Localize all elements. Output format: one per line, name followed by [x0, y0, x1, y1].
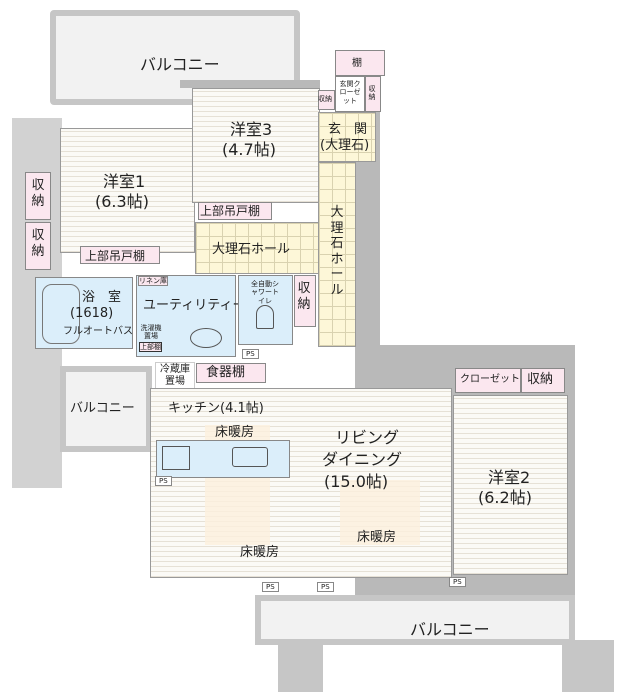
room-western1 [60, 128, 195, 253]
entrance [318, 112, 376, 162]
room-western2 [453, 395, 568, 575]
storage-entrance-left-label: 収納 [318, 95, 332, 103]
floor-heating-label-3: 床暖房 [240, 545, 280, 560]
storage-left-2 [25, 222, 51, 270]
wash-basin-icon [190, 328, 222, 348]
fridge-label: 冷蔵庫置場 [160, 364, 190, 387]
bathtub [42, 284, 80, 344]
balcony-top [50, 10, 300, 105]
entrance-sub: (大理石) [320, 138, 370, 153]
bath-size: (1618) [70, 306, 114, 321]
ldk-line2: ダイニング [322, 450, 403, 469]
storage-left-1-label: 収納 [31, 178, 45, 209]
entrance-closet [335, 76, 365, 112]
ps-label-1: PS [242, 349, 259, 359]
western2-size: (6.2帖) [478, 488, 532, 507]
storage-western2 [521, 368, 565, 393]
room-western3 [192, 88, 320, 203]
ps-label-4: PS [317, 582, 334, 592]
linen-label: リネン庫 [138, 276, 168, 287]
storage-entrance-left [318, 90, 335, 110]
shelf [335, 50, 385, 76]
storage-left-1 [25, 172, 51, 220]
ps-label-3: PS [262, 582, 279, 592]
entrance-name: 玄 関 [328, 122, 368, 137]
upper-shelf-label: 上部棚 [139, 342, 162, 353]
upper-cabinet-2 [198, 202, 272, 220]
washer-label: 洗濯機置場 [140, 324, 162, 341]
western2-name: 洋室2 [488, 468, 531, 487]
closet [455, 368, 521, 393]
fridge-space [155, 362, 195, 390]
wall-top [180, 80, 320, 88]
kitchen-label: キッチン(4.1帖) [168, 401, 264, 416]
floor-heating-label-2: 床暖房 [357, 530, 397, 545]
western1-size: (6.3帖) [95, 192, 149, 211]
western3-size: (4.7帖) [222, 140, 276, 159]
upper-cabinet-2-label: 上部吊戸棚 [200, 204, 261, 218]
cupboard [196, 363, 266, 383]
balcony-bottom-label: バルコニー [410, 620, 490, 639]
storage-western2-label: 収納 [527, 372, 554, 387]
hall-label: 大理石ホール [212, 242, 291, 257]
toilet [238, 275, 293, 345]
stove-icon [162, 446, 190, 470]
western3-name: 洋室3 [230, 120, 273, 139]
toilet-label: 全自動シャワートイレ [251, 280, 279, 305]
balcony-left-label: バルコニー [70, 401, 135, 417]
storage-toilet [294, 275, 316, 327]
entrance-closet-label: 玄関クローゼット [339, 80, 361, 105]
bath-sub: フルオートバス [63, 326, 133, 337]
ldk-size: (15.0帖) [324, 472, 389, 491]
closet-label: クローゼット [460, 374, 520, 385]
storage-entrance-right-label: 収納 [368, 85, 376, 102]
balcony-bottom [255, 595, 575, 645]
floor-heating-label-1: 床暖房 [215, 425, 255, 440]
upper-cabinet-1-label: 上部吊戸棚 [85, 249, 146, 263]
sink-icon [232, 447, 268, 467]
storage-toilet-label: 収納 [297, 281, 311, 312]
storage-entrance-right [365, 76, 381, 112]
hall-vertical [318, 162, 356, 347]
bath-name: 浴 室 [82, 290, 122, 305]
floor-heating-living [340, 480, 420, 545]
storage-left-2-label: 収納 [31, 228, 45, 259]
shelf-label: 棚 [352, 58, 362, 69]
balcony-top-label: バルコニー [140, 55, 220, 74]
ps-label-2: PS [155, 476, 172, 486]
corner-block-right [562, 640, 614, 692]
western1-name: 洋室1 [103, 172, 146, 191]
upper-cabinet-1 [80, 246, 160, 264]
utility-label: ユーティリティー [143, 298, 246, 313]
ps-label-5: PS [449, 577, 466, 587]
ldk-line1: リビング [335, 428, 400, 447]
living-dining [150, 388, 452, 578]
hall-vertical-label: 大理石ホール [330, 205, 344, 298]
toilet-bowl-icon [256, 305, 274, 329]
corner-block-left [278, 640, 323, 692]
cupboard-label: 食器棚 [206, 365, 246, 380]
hall-horizontal [195, 222, 319, 274]
